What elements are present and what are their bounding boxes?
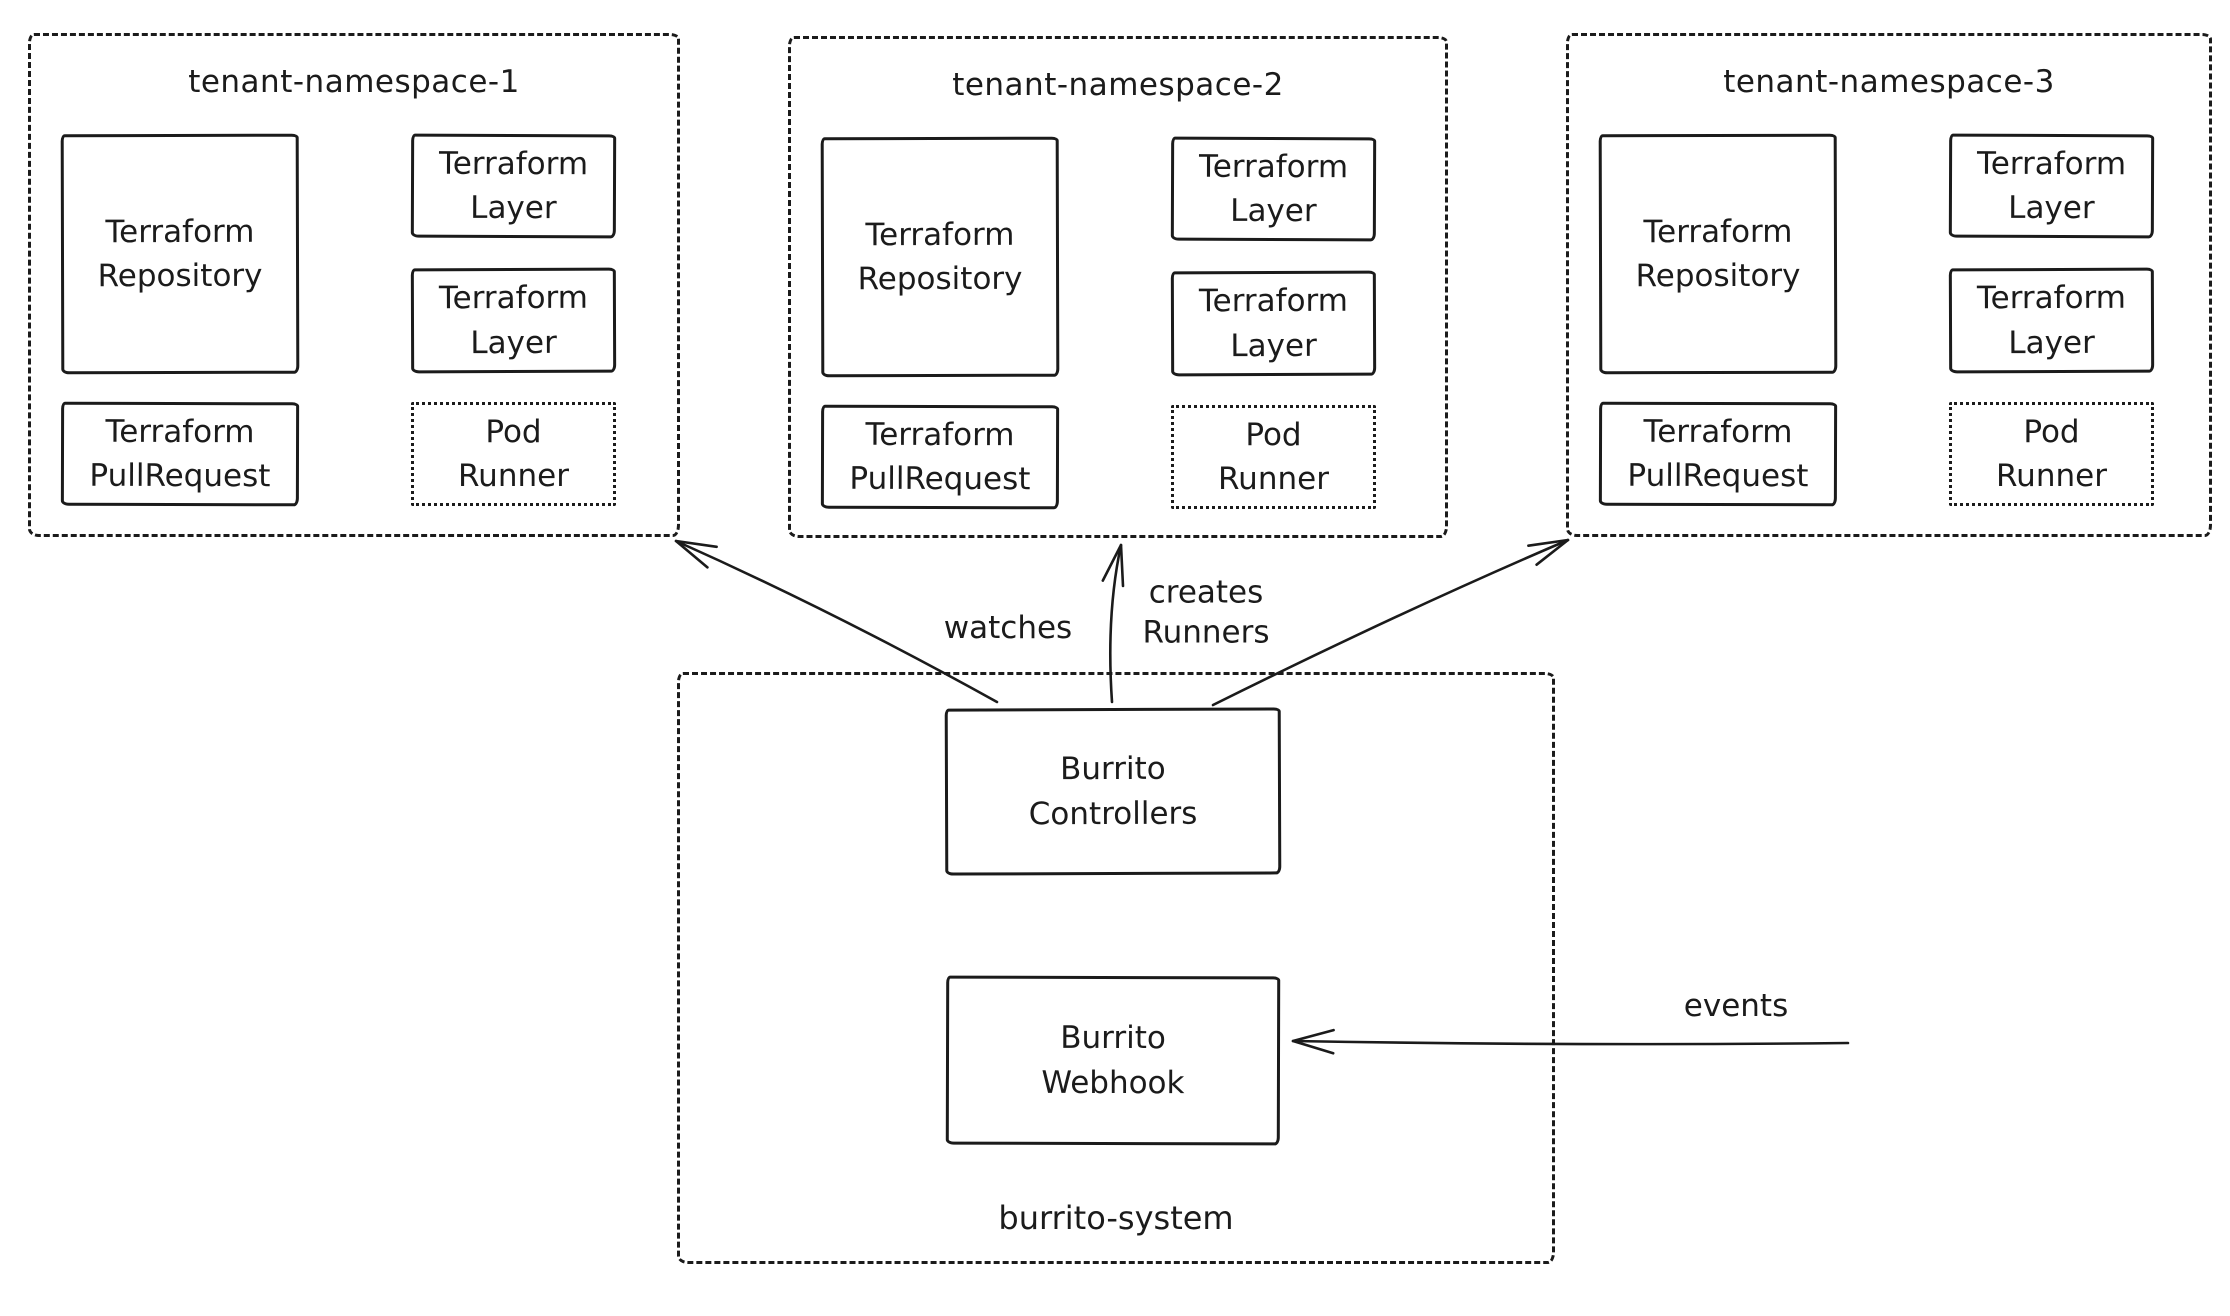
burrito-system-label: burrito-system: [998, 1199, 1234, 1237]
terraform-layer-box: Terraform Layer: [1948, 267, 2155, 374]
terraform-layer-box: Terraform Layer: [1170, 270, 1377, 377]
watches-label: watches: [939, 607, 1077, 649]
terraform-pullrequest-box: Terraform PullRequest: [820, 404, 1060, 510]
pod-runner-box: Pod Runner: [1949, 402, 2154, 506]
creates-runners-label: creates Runners: [1138, 572, 1274, 654]
terraform-layer-box: Terraform Layer: [410, 267, 617, 374]
burrito-webhook-box: Burrito Webhook: [945, 975, 1281, 1146]
terraform-pullrequest-box: Terraform PullRequest: [1598, 401, 1838, 507]
namespace-3-box: tenant-namespace-3 Terraform Repository …: [1566, 33, 2212, 537]
terraform-repository-box: Terraform Repository: [820, 136, 1060, 378]
namespace-1-box: tenant-namespace-1 Terraform Repository …: [28, 33, 680, 537]
terraform-layer-box: Terraform Layer: [1948, 133, 2155, 239]
pod-runner-box: Pod Runner: [411, 402, 616, 506]
terraform-pullrequest-box: Terraform PullRequest: [60, 401, 300, 507]
terraform-layer-box: Terraform Layer: [410, 133, 617, 239]
pod-runner-box: Pod Runner: [1171, 405, 1376, 509]
burrito-controllers-box: Burrito Controllers: [944, 707, 1282, 876]
burrito-system-box: Burrito Controllers Burrito Webhook burr…: [677, 672, 1555, 1264]
namespace-2-box: tenant-namespace-2 Terraform Repository …: [788, 36, 1448, 538]
events-label: events: [1679, 985, 1793, 1027]
terraform-layer-box: Terraform Layer: [1170, 136, 1377, 242]
namespace-2-title: tenant-namespace-2: [952, 67, 1284, 103]
namespace-3-title: tenant-namespace-3: [1723, 64, 2055, 100]
namespace-1-title: tenant-namespace-1: [188, 64, 520, 100]
terraform-repository-box: Terraform Repository: [60, 133, 300, 375]
terraform-repository-box: Terraform Repository: [1598, 133, 1838, 375]
